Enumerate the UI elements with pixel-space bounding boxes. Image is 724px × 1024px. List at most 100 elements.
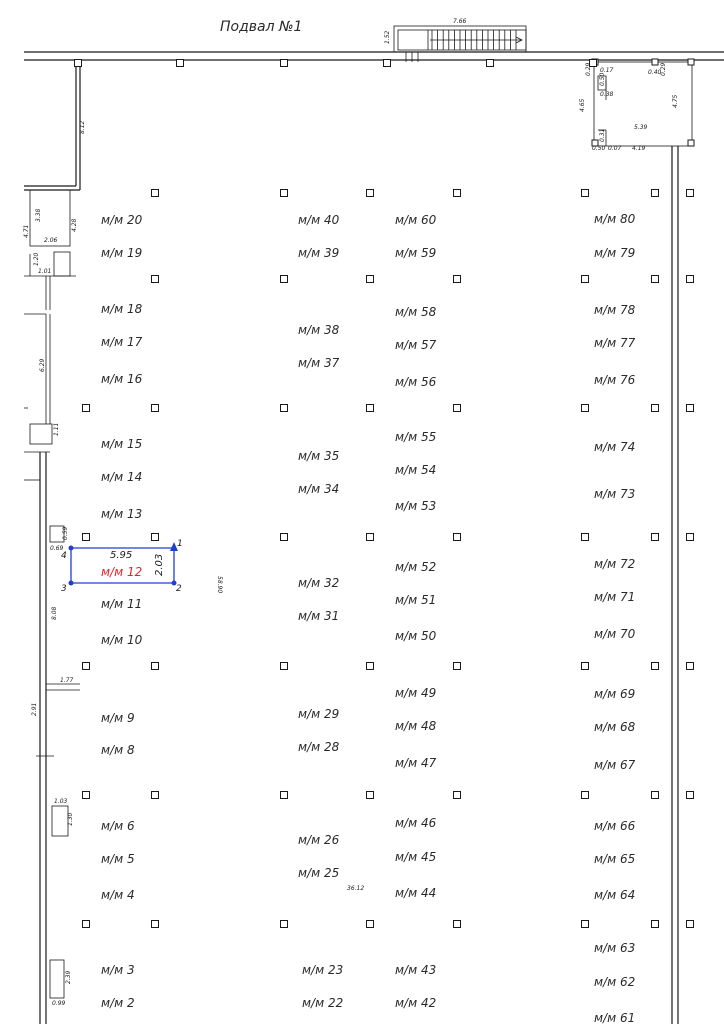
vertex-1-node[interactable] — [170, 542, 178, 551]
parking-spot-mm-20[interactable]: м/м 20 — [101, 213, 143, 227]
parking-spot-mm-35[interactable]: м/м 35 — [298, 449, 339, 463]
parking-spot-mm-4[interactable]: м/м 4 — [101, 888, 135, 902]
parking-spot-mm-55[interactable]: м/м 55 — [395, 430, 436, 444]
column — [581, 189, 589, 197]
parking-spot-mm-38[interactable]: м/м 38 — [298, 323, 340, 337]
parking-spot-mm-34[interactable]: м/м 34 — [298, 482, 339, 496]
parking-spot-mm-53[interactable]: м/м 53 — [395, 499, 436, 513]
vertex-4-node[interactable] — [68, 545, 74, 551]
parking-spot-mm-14[interactable]: м/м 14 — [101, 470, 142, 484]
column — [581, 275, 589, 283]
parking-spot-mm-76[interactable]: м/м 76 — [594, 373, 636, 387]
column — [280, 920, 288, 928]
parking-spot-mm-25[interactable]: м/м 25 — [298, 866, 339, 880]
parking-spot-mm-66[interactable]: м/м 66 — [594, 819, 636, 833]
parking-spot-mm-2[interactable]: м/м 2 — [101, 996, 135, 1010]
parking-spot-mm-68[interactable]: м/м 68 — [594, 720, 636, 734]
parking-spot-mm-16[interactable]: м/м 16 — [101, 372, 143, 386]
parking-spot-mm-39[interactable]: м/м 39 — [298, 246, 339, 260]
parking-spot-mm-13[interactable]: м/м 13 — [101, 507, 142, 521]
parking-spot-mm-79[interactable]: м/м 79 — [594, 246, 635, 260]
parking-spot-mm-18[interactable]: м/м 18 — [101, 302, 143, 316]
parking-spot-mm-73[interactable]: м/м 73 — [594, 487, 635, 501]
parking-spot-mm-15[interactable]: м/м 15 — [101, 437, 142, 451]
parking-spot-mm-74[interactable]: м/м 74 — [594, 440, 635, 454]
parking-spot-mm-10[interactable]: м/м 10 — [101, 633, 143, 647]
parking-spot-mm-37[interactable]: м/м 37 — [298, 356, 340, 370]
parking-spot-mm-54[interactable]: м/м 54 — [395, 463, 436, 477]
column — [453, 533, 461, 541]
parking-spot-mm-19[interactable]: м/м 19 — [101, 246, 142, 260]
parking-spot-mm-50[interactable]: м/м 50 — [395, 629, 437, 643]
parking-spot-mm-69[interactable]: м/м 69 — [594, 687, 635, 701]
parking-spot-mm-58[interactable]: м/м 58 — [395, 305, 437, 319]
parking-spot-mm-40[interactable]: м/м 40 — [298, 213, 340, 227]
parking-spot-mm-29[interactable]: м/м 29 — [298, 707, 339, 721]
parking-spot-mm-28[interactable]: м/м 28 — [298, 740, 340, 754]
parking-spot-mm-72[interactable]: м/м 72 — [594, 557, 635, 571]
column — [366, 920, 374, 928]
dim-wall-6: 6.29 — [39, 358, 46, 372]
parking-spot-mm-3[interactable]: м/м 3 — [101, 963, 135, 977]
column — [686, 404, 694, 412]
parking-spot-mm-42[interactable]: м/м 42 — [395, 996, 436, 1010]
parking-spot-mm-63[interactable]: м/м 63 — [594, 941, 635, 955]
column — [151, 662, 159, 670]
dim-col-059: 0.59 — [62, 526, 69, 540]
parking-spot-mm-11[interactable]: м/м 11 — [101, 597, 142, 611]
parking-spot-mm-9[interactable]: м/м 9 — [101, 711, 135, 725]
column — [280, 189, 288, 197]
parking-spot-mm-23[interactable]: м/м 23 — [302, 963, 343, 977]
parking-spot-mm-57[interactable]: м/м 57 — [395, 338, 437, 352]
column — [686, 189, 694, 197]
column — [366, 662, 374, 670]
parking-spot-mm-46[interactable]: м/м 46 — [395, 816, 437, 830]
plan-title: Подвал №1 — [220, 19, 302, 35]
column — [651, 662, 659, 670]
parking-spot-mm-22[interactable]: м/м 22 — [302, 996, 343, 1010]
parking-spot-mm-71[interactable]: м/м 71 — [594, 590, 635, 604]
dim-niche-h: 1.30 — [67, 812, 74, 826]
column-top — [383, 59, 391, 67]
parking-spot-mm-52[interactable]: м/м 52 — [395, 560, 436, 574]
parking-spot-mm-78[interactable]: м/м 78 — [594, 303, 636, 317]
parking-spot-mm-60[interactable]: м/м 60 — [395, 213, 437, 227]
dim-wall-177: 1.77 — [60, 677, 74, 684]
parking-spot-mm-56[interactable]: м/м 56 — [395, 375, 437, 389]
parking-spot-mm-44[interactable]: м/м 44 — [395, 886, 436, 900]
parking-spot-mm-61[interactable]: м/м 61 — [594, 1011, 635, 1024]
selected-spot-outline[interactable]: 1 2 3 4 5.95 2.03 — [61, 539, 183, 594]
parking-spot-mm-45[interactable]: м/м 45 — [395, 850, 436, 864]
parking-spot-mm-8[interactable]: м/м 8 — [101, 743, 135, 757]
parking-spot-mm-26[interactable]: м/м 26 — [298, 833, 340, 847]
column — [453, 275, 461, 283]
parking-spot-mm-59[interactable]: м/м 59 — [395, 246, 436, 260]
parking-spot-mm-67[interactable]: м/м 67 — [594, 758, 636, 772]
parking-spot-mm-43[interactable]: м/м 43 — [395, 963, 436, 977]
parking-spot-mm-64[interactable]: м/м 64 — [594, 888, 635, 902]
column — [651, 791, 659, 799]
parking-spot-mm-48[interactable]: м/м 48 — [395, 719, 437, 733]
parking-spot-mm-6[interactable]: м/м 6 — [101, 819, 135, 833]
parking-spot-mm-32[interactable]: м/м 32 — [298, 576, 339, 590]
parking-spot-mm-65[interactable]: м/м 65 — [594, 852, 635, 866]
parking-spot-mm-51[interactable]: м/м 51 — [395, 593, 436, 607]
vertex-3-label: 3 — [61, 584, 67, 594]
parking-spot-mm-62[interactable]: м/м 62 — [594, 975, 635, 989]
parking-spot-mm-5[interactable]: м/м 5 — [101, 852, 135, 866]
parking-spot-mm-80[interactable]: м/м 80 — [594, 212, 636, 226]
parking-spot-mm-17[interactable]: м/м 17 — [101, 335, 143, 349]
column-top — [74, 59, 82, 67]
parking-spot-mm-12[interactable]: м/м 12 — [101, 565, 142, 579]
dim-room-height-left: 4.65 — [579, 98, 586, 112]
parking-spot-mm-49[interactable]: м/м 49 — [395, 686, 436, 700]
column — [151, 791, 159, 799]
left-walls: 8.12 2.06 3.38 4.28 4.71 1.20 1.01 6.29 … — [23, 62, 364, 1024]
vertex-3-node[interactable] — [68, 580, 74, 586]
parking-spot-mm-77[interactable]: м/м 77 — [594, 336, 636, 350]
parking-spot-mm-31[interactable]: м/м 31 — [298, 609, 339, 623]
vertex-2-node[interactable] — [171, 580, 177, 586]
parking-spot-mm-70[interactable]: м/м 70 — [594, 627, 636, 641]
parking-spot-mm-47[interactable]: м/м 47 — [395, 756, 437, 770]
dim-room-i: 0.07 — [608, 145, 622, 152]
